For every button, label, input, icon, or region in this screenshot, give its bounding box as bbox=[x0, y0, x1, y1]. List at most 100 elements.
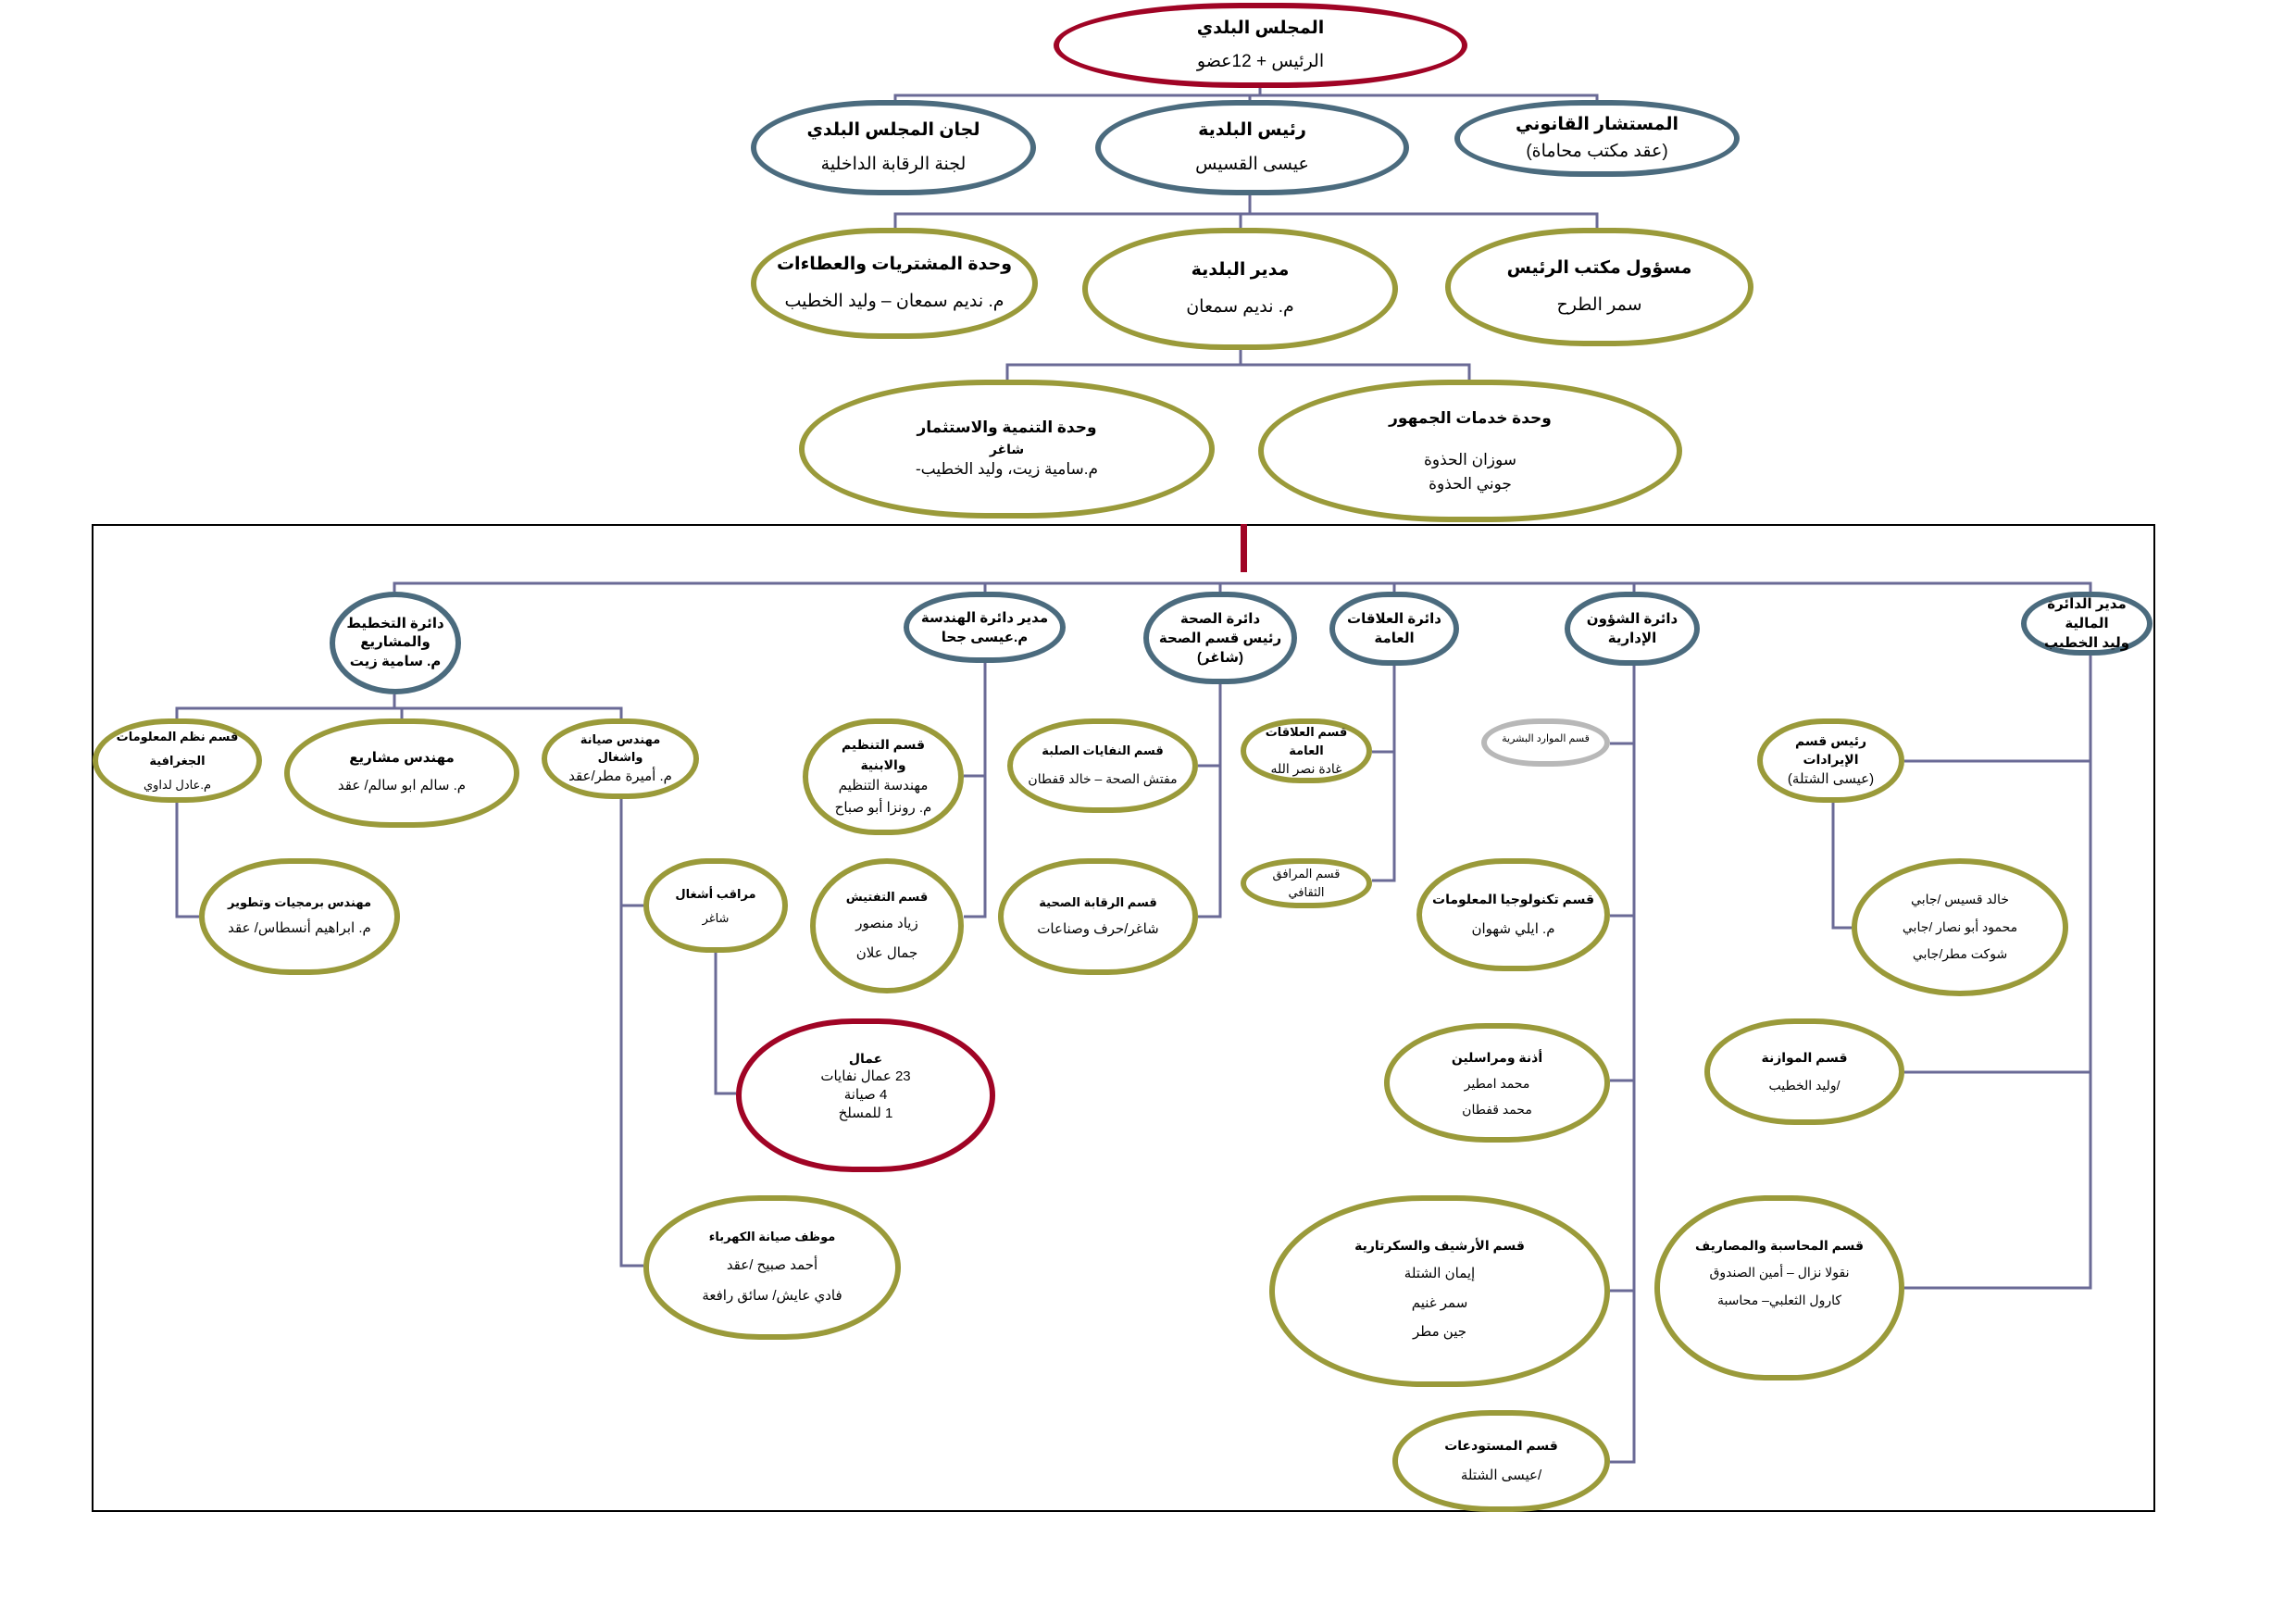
development-investment-unit-node[interactable]: وحدة التنمية والاستثمار شاغر م.سامية زيت… bbox=[799, 380, 1215, 518]
budget-section-node[interactable]: قسم الموازنة /وليد الخطيب bbox=[1704, 1018, 1904, 1125]
archive-secretariat-section-node[interactable]: قسم الأرشيف والسكرتارية إيمان الشتلة سمر… bbox=[1269, 1195, 1610, 1387]
procurement-unit-node[interactable]: وحدة المشتريات والعطاءات م. نديم سمعان –… bbox=[751, 228, 1038, 339]
health-monitoring-section-node[interactable]: قسم الرقابة الصحية شاغر/حرف وصناعات bbox=[998, 858, 1198, 975]
node-status: (شاغر) bbox=[1197, 649, 1243, 666]
mayor-node[interactable]: رئيس البلدية عيسى القسيس bbox=[1095, 100, 1409, 195]
workers-node[interactable]: عمال 23 عمال نفايات 4 صيانة 1 للمسلخ bbox=[736, 1018, 995, 1172]
node-name: م. نديم سمعان bbox=[1186, 297, 1294, 317]
it-section-node[interactable]: قسم تكنولوجيا المعلومات م. ايلي شهوان bbox=[1416, 858, 1610, 971]
node-name: شاغر bbox=[702, 911, 730, 925]
node-title: قسم المستودعات bbox=[1444, 1438, 1558, 1454]
node-title: قسم الموارد البشرية bbox=[1502, 733, 1590, 744]
solid-waste-section-node[interactable]: قسم النفايات الصلبة مفتش الصحة – خالد قف… bbox=[1007, 718, 1198, 813]
node-title: المستشار القانوني bbox=[1515, 115, 1679, 134]
node-title: وحدة المشتريات والعطاءات bbox=[776, 255, 1013, 275]
node-name: م. نديم سمعان – وليد الخطيب bbox=[784, 292, 1004, 311]
council-committees-node[interactable]: لجان المجلس البلدي لجنة الرقابة الداخلية bbox=[751, 100, 1036, 195]
node-subtitle: لجنة الرقابة الداخلية bbox=[820, 154, 967, 174]
node-line: جوني الحذوة bbox=[1429, 474, 1512, 493]
health-department-node[interactable]: دائرة الصحة رئيس قسم الصحة (شاغر) bbox=[1143, 592, 1297, 684]
node-title: قسم التفتيش bbox=[845, 889, 929, 904]
human-resources-section-node[interactable]: قسم الموارد البشرية bbox=[1481, 718, 1610, 767]
works-supervisor-node[interactable]: مراقب أشغال شاغر bbox=[643, 858, 788, 953]
node-line: 4 صيانة bbox=[843, 1087, 888, 1104]
node-line: إيمان الشتلة bbox=[1404, 1266, 1476, 1282]
node-line: كارول الثعلبي– محاسبة bbox=[1716, 1292, 1842, 1307]
node-name: مفتش الصحة – خالد قفطان bbox=[1028, 770, 1178, 786]
legal-advisor-node[interactable]: المستشار القانوني (عقد مكتب محاماة) bbox=[1454, 100, 1740, 177]
node-title: مهندس مشاريع bbox=[349, 750, 455, 766]
frame-connector-bar bbox=[1241, 524, 1247, 572]
node-subtitle: (عقد مكتب محاماة) bbox=[1526, 141, 1668, 161]
organization-buildings-section-node[interactable]: قسم التنظيم والابنية مهندسة التنظيم م. ر… bbox=[803, 718, 964, 835]
node-line: شوكت مطر/جابي bbox=[1912, 946, 2008, 962]
administrative-affairs-department-node[interactable]: دائرة الشؤون الإدارية bbox=[1565, 592, 1700, 666]
node-subtitle: رئيس قسم الصحة bbox=[1158, 630, 1282, 646]
node-line: سمر غنيم bbox=[1411, 1294, 1468, 1311]
node-title: رئيس البلدية bbox=[1198, 120, 1306, 141]
inspection-section-node[interactable]: قسم التفتيش زياد منصور جمال علان bbox=[810, 858, 964, 993]
software-engineer-node[interactable]: مهندس برمجيات وتطوير م. ابراهيم أنسطاس/ … bbox=[199, 858, 400, 975]
engineering-department-node[interactable]: مدير دائرة الهندسة م.عيسى جحا bbox=[904, 592, 1066, 663]
node-line: محمود أبو نصار /جابي bbox=[1902, 918, 2018, 934]
public-relations-section-node[interactable]: قسم العلاقات العامة غادة نصر الله bbox=[1241, 718, 1372, 783]
node-title: مراقب أشغال bbox=[675, 887, 756, 901]
node-line: 1 للمسلخ bbox=[838, 1106, 893, 1122]
node-line: محمد قفطان bbox=[1462, 1101, 1532, 1117]
node-title: دائرة التخطيط والمشاريع bbox=[346, 616, 444, 651]
node-title: قسم الأرشيف والسكرتارية bbox=[1354, 1238, 1525, 1253]
node-line: جمال علان bbox=[855, 944, 918, 961]
maintenance-engineer-node[interactable]: مهندس صيانة واشغال م. أميرة مطر/عقد bbox=[542, 718, 699, 799]
revenue-section-head-node[interactable]: رئيس قسم الإيرادات (عيسى الشتلة) bbox=[1757, 718, 1904, 803]
municipal-council-node[interactable]: المجلس البلدي الرئيس + 12عضو bbox=[1054, 3, 1467, 88]
node-title: موظف صيانة الكهرباء bbox=[708, 1229, 836, 1243]
electricity-maintenance-node[interactable]: موظف صيانة الكهرباء أحمد صبيح /عقد فادي … bbox=[643, 1195, 901, 1340]
municipality-director-node[interactable]: مدير البلدية م. نديم سمعان bbox=[1082, 228, 1398, 350]
node-title: لجان المجلس البلدي bbox=[806, 120, 980, 141]
cultural-facilities-section-node[interactable]: قسم المرافق الثقافي bbox=[1241, 858, 1372, 908]
node-title: قسم النفايات الصلبة bbox=[1042, 743, 1164, 758]
node-title: وحدة خدمات الجمهور bbox=[1389, 408, 1552, 427]
node-name: م. أميرة مطر/عقد bbox=[568, 768, 672, 784]
node-title: مسؤول مكتب الرئيس bbox=[1506, 258, 1692, 279]
node-title: مدير دائرة الهندسة bbox=[920, 609, 1049, 626]
node-subtitle: الرئيس + 12عضو bbox=[1196, 52, 1325, 71]
node-title: أذنة ومراسلين bbox=[1451, 1049, 1543, 1065]
node-name: م. ابراهيم أنسطاس/ عقد bbox=[228, 920, 371, 936]
node-title: مهندس برمجيات وتطوير bbox=[228, 895, 371, 909]
node-title: وحدة التنمية والاستثمار bbox=[917, 418, 1097, 437]
node-status: شاغر bbox=[989, 441, 1025, 456]
planning-department-node[interactable]: دائرة التخطيط والمشاريع م. سامية زيت bbox=[330, 592, 461, 694]
projects-engineer-node[interactable]: مهندس مشاريع م. سالم ابو سالم/ عقد bbox=[284, 718, 519, 828]
node-title: دائرة الصحة bbox=[1179, 610, 1261, 627]
node-title: المجلس البلدي bbox=[1196, 18, 1325, 38]
node-title: دائرة العلاقات العامة bbox=[1347, 611, 1441, 646]
accounting-expenses-section-node[interactable]: قسم المحاسبة والمصاريف نقولا نزال – أمين… bbox=[1654, 1195, 1904, 1380]
node-line: م. رونزا أبو صباح bbox=[834, 799, 932, 816]
warehouses-section-node[interactable]: قسم المستودعات /عيسى الشتلة bbox=[1392, 1410, 1610, 1512]
node-name: غادة نصر الله bbox=[1270, 761, 1342, 776]
gis-section-node[interactable]: قسم نظم المعلومات الجغرافية م.عادل لداوي bbox=[93, 718, 262, 803]
node-title: دائرة الشؤون الإدارية bbox=[1586, 611, 1678, 646]
node-line: نقولا نزال – أمين الصندوق bbox=[1709, 1265, 1850, 1280]
public-relations-department-node[interactable]: دائرة العلاقات العامة bbox=[1329, 592, 1459, 666]
node-title: قسم الرقابة الصحية bbox=[1039, 894, 1157, 909]
node-title: قسم نظم المعلومات الجغرافية bbox=[116, 729, 239, 768]
public-services-unit-node[interactable]: وحدة خدمات الجمهور سوزان الحذوة جوني الح… bbox=[1258, 380, 1682, 522]
node-title: رئيس قسم الإيرادات bbox=[1794, 733, 1867, 767]
finance-department-node[interactable]: مدير الدائرة المالية وليد الخطيب bbox=[2021, 592, 2152, 656]
ushers-messengers-node[interactable]: أذنة ومراسلين محمد امطير محمد قفطان bbox=[1384, 1023, 1610, 1143]
node-title: مدير البلدية bbox=[1191, 260, 1290, 281]
node-line: مهندسة التنظيم bbox=[838, 778, 929, 794]
mayor-office-manager-node[interactable]: مسؤول مكتب الرئيس سمر الطرح bbox=[1445, 228, 1753, 346]
revenue-collectors-node[interactable]: خالد قسيس /جابي محمود أبو نصار /جابي شوك… bbox=[1852, 858, 2068, 996]
node-title: قسم المرافق الثقافي bbox=[1272, 866, 1341, 899]
node-title: قسم الموازنة bbox=[1761, 1050, 1848, 1066]
node-title: مدير الدائرة المالية bbox=[2047, 596, 2127, 631]
node-name: /وليد الخطيب bbox=[1768, 1077, 1841, 1093]
node-title: قسم المحاسبة والمصاريف bbox=[1694, 1238, 1865, 1253]
node-name: وليد الخطيب bbox=[2043, 635, 2130, 651]
node-name: عيسى القسيس bbox=[1195, 154, 1309, 174]
node-line: 23 عمال نفايات bbox=[820, 1068, 911, 1084]
